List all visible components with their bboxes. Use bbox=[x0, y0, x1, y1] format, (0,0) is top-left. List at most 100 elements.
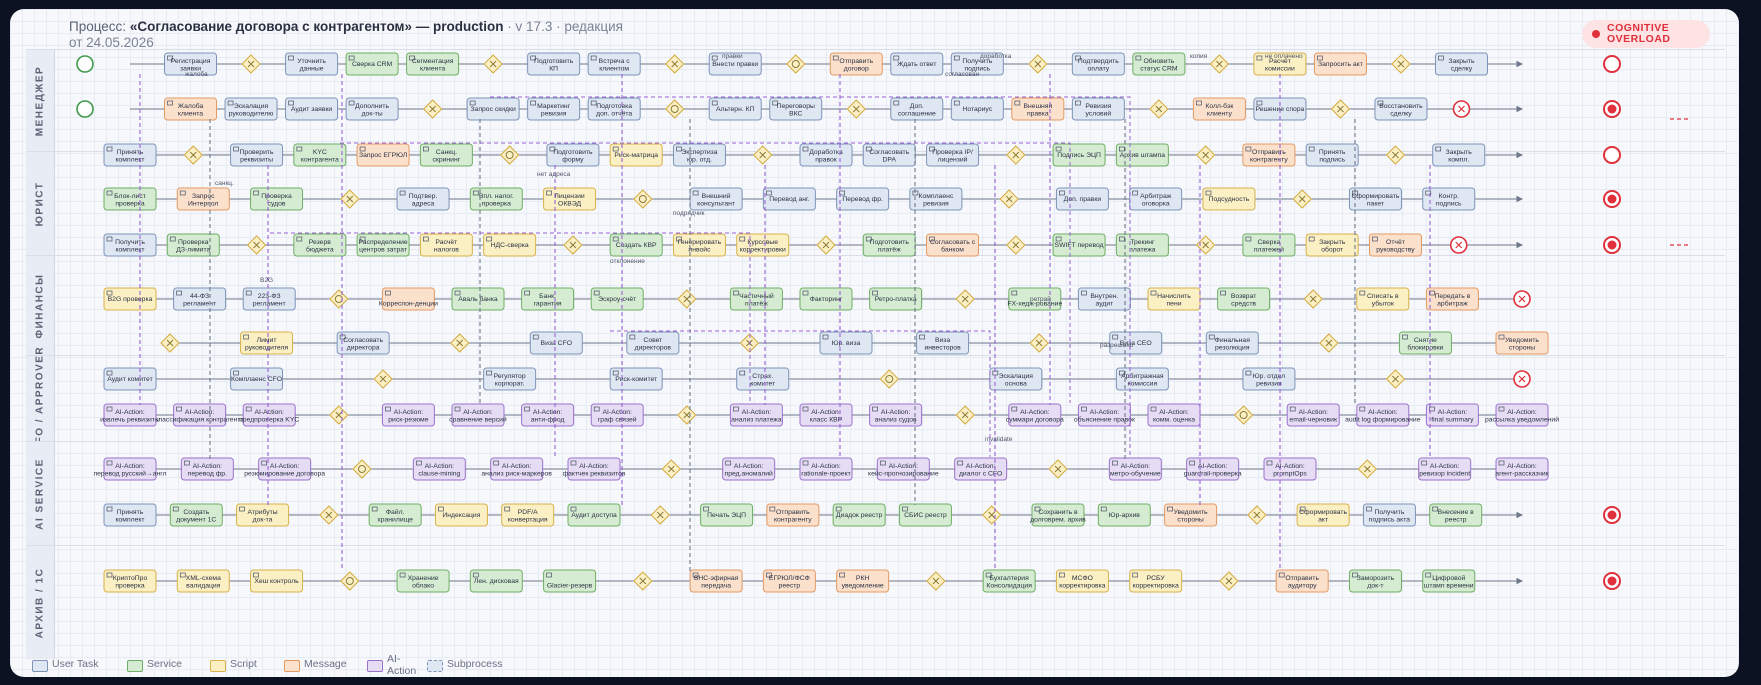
end-event-icon bbox=[1603, 146, 1621, 164]
task-box bbox=[250, 569, 304, 593]
task-label: СБИС реестр bbox=[904, 512, 947, 519]
task-ai: AI-Action:пред.аномалий bbox=[722, 457, 776, 481]
task-label: Аудит доступа bbox=[571, 512, 617, 519]
task-label: AI-Action:комм. оценка bbox=[1153, 409, 1195, 424]
task-type-icon bbox=[253, 190, 259, 196]
task-box bbox=[483, 367, 537, 391]
gateway bbox=[483, 54, 503, 74]
task-type-icon bbox=[1498, 334, 1505, 340]
gateway-diamond-icon bbox=[664, 99, 685, 119]
task-service: FX-хедж-рование bbox=[1007, 287, 1062, 311]
error-event bbox=[1449, 236, 1468, 254]
task-box bbox=[836, 187, 890, 211]
task-label: AI-Action:анализ платежа bbox=[731, 409, 782, 424]
task-box bbox=[396, 569, 450, 593]
task-label: Проверка IP/лицензий bbox=[932, 149, 973, 164]
gateway bbox=[1149, 99, 1169, 119]
task-type-icon bbox=[1256, 100, 1263, 106]
task-box bbox=[1368, 233, 1422, 257]
task-label: Подтвер.адреса bbox=[409, 193, 438, 208]
task-type-icon bbox=[524, 406, 530, 412]
task-type-icon bbox=[233, 146, 239, 152]
task-box bbox=[1305, 233, 1359, 257]
message-flow bbox=[340, 142, 1071, 403]
task-script: Хеш контроль bbox=[250, 569, 304, 593]
task-label: Аудит комитет bbox=[107, 376, 152, 383]
task-box bbox=[285, 52, 339, 76]
task-type-icon bbox=[253, 572, 259, 578]
task-box bbox=[546, 143, 600, 167]
gateway-marker-icon bbox=[961, 411, 969, 419]
task-box bbox=[345, 97, 399, 121]
task-type-icon bbox=[409, 55, 415, 61]
task-type-icon bbox=[106, 572, 113, 578]
task-box bbox=[1313, 52, 1367, 76]
task-type-icon bbox=[865, 146, 872, 152]
task-user: Перевод фр. bbox=[836, 187, 890, 211]
task-label: AI-Action:диалог с CFO bbox=[959, 463, 1002, 478]
task-type-icon bbox=[835, 506, 842, 512]
task-label: Виза CEO bbox=[1120, 340, 1152, 347]
task-label: AI-Action:извлечь реквизиты bbox=[100, 409, 160, 424]
task-type-icon bbox=[929, 146, 935, 152]
error-marker-icon bbox=[1458, 105, 1465, 113]
error-event bbox=[1513, 370, 1531, 388]
gateway-marker-icon bbox=[429, 105, 436, 113]
task-type-icon bbox=[802, 460, 809, 466]
intermediate-event bbox=[352, 459, 372, 479]
terminate-fill-icon bbox=[1607, 240, 1617, 250]
task-box bbox=[381, 403, 435, 427]
task-ai: AI-Action:риск-резюме bbox=[381, 403, 435, 427]
task-type-icon bbox=[612, 236, 619, 242]
task-type-icon bbox=[1429, 290, 1435, 296]
task-box bbox=[1242, 143, 1296, 167]
intermediate-event bbox=[499, 145, 520, 165]
task-box bbox=[166, 233, 220, 257]
task-box bbox=[1097, 503, 1151, 527]
task-label: Архив штампа bbox=[1120, 152, 1166, 159]
task-box bbox=[722, 457, 776, 481]
task-type-icon bbox=[703, 506, 709, 512]
task-box bbox=[103, 367, 157, 391]
task-type-icon bbox=[590, 100, 597, 106]
task-type-icon bbox=[530, 55, 537, 61]
task-box bbox=[1055, 569, 1109, 593]
gateway bbox=[1330, 99, 1351, 119]
cross-lane-flows bbox=[139, 74, 1690, 571]
task-box bbox=[1242, 233, 1296, 257]
gateway bbox=[926, 571, 946, 591]
task-type-icon bbox=[1372, 236, 1378, 242]
task-type-icon bbox=[1196, 100, 1202, 106]
task-box bbox=[799, 143, 853, 167]
task-type-icon bbox=[524, 290, 530, 296]
edge-label: нет адреса bbox=[537, 171, 571, 178]
gateway-marker-icon bbox=[671, 60, 679, 68]
task-box bbox=[1422, 187, 1476, 211]
task-box bbox=[419, 143, 473, 167]
task-type-icon bbox=[1438, 55, 1444, 61]
task-box bbox=[103, 143, 157, 167]
task-type-icon bbox=[766, 190, 772, 196]
version-label: v 17.3 bbox=[515, 19, 553, 34]
terminate-end-event bbox=[1603, 506, 1621, 524]
task-box bbox=[1205, 331, 1259, 355]
gateway bbox=[664, 54, 685, 74]
task-type-icon bbox=[1308, 146, 1315, 152]
